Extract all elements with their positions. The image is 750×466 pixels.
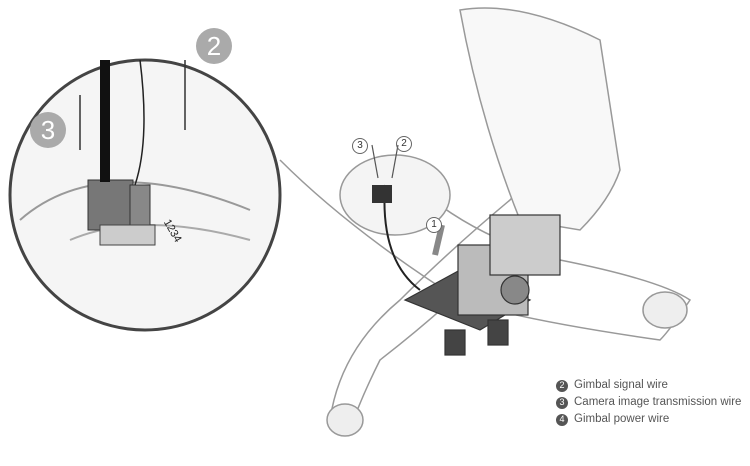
legend-number: 3 <box>556 396 568 409</box>
legend-item: 2 Gimbal signal wire <box>556 377 741 394</box>
legend-label: Gimbal signal wire <box>574 379 668 391</box>
legend-item: 4 Gimbal power wire <box>556 411 741 428</box>
callout-3-drone: 3 <box>352 138 368 154</box>
legend-label: Camera image transmission wire <box>574 396 742 408</box>
legend-number: 2 <box>556 379 568 392</box>
legend-number: 4 <box>556 413 568 426</box>
legend: 2 Gimbal signal wire 3 Camera image transm… <box>556 377 741 428</box>
callout-2-zoom: 2 <box>196 28 232 64</box>
callout-3-zoom: 3 <box>30 112 66 148</box>
callout-1-drone: 1 <box>426 217 442 233</box>
legend-item: 3 Camera image transmission wire <box>556 394 741 411</box>
legend-label: Gimbal power wire <box>574 413 670 425</box>
callout-2-drone: 2 <box>396 136 412 152</box>
